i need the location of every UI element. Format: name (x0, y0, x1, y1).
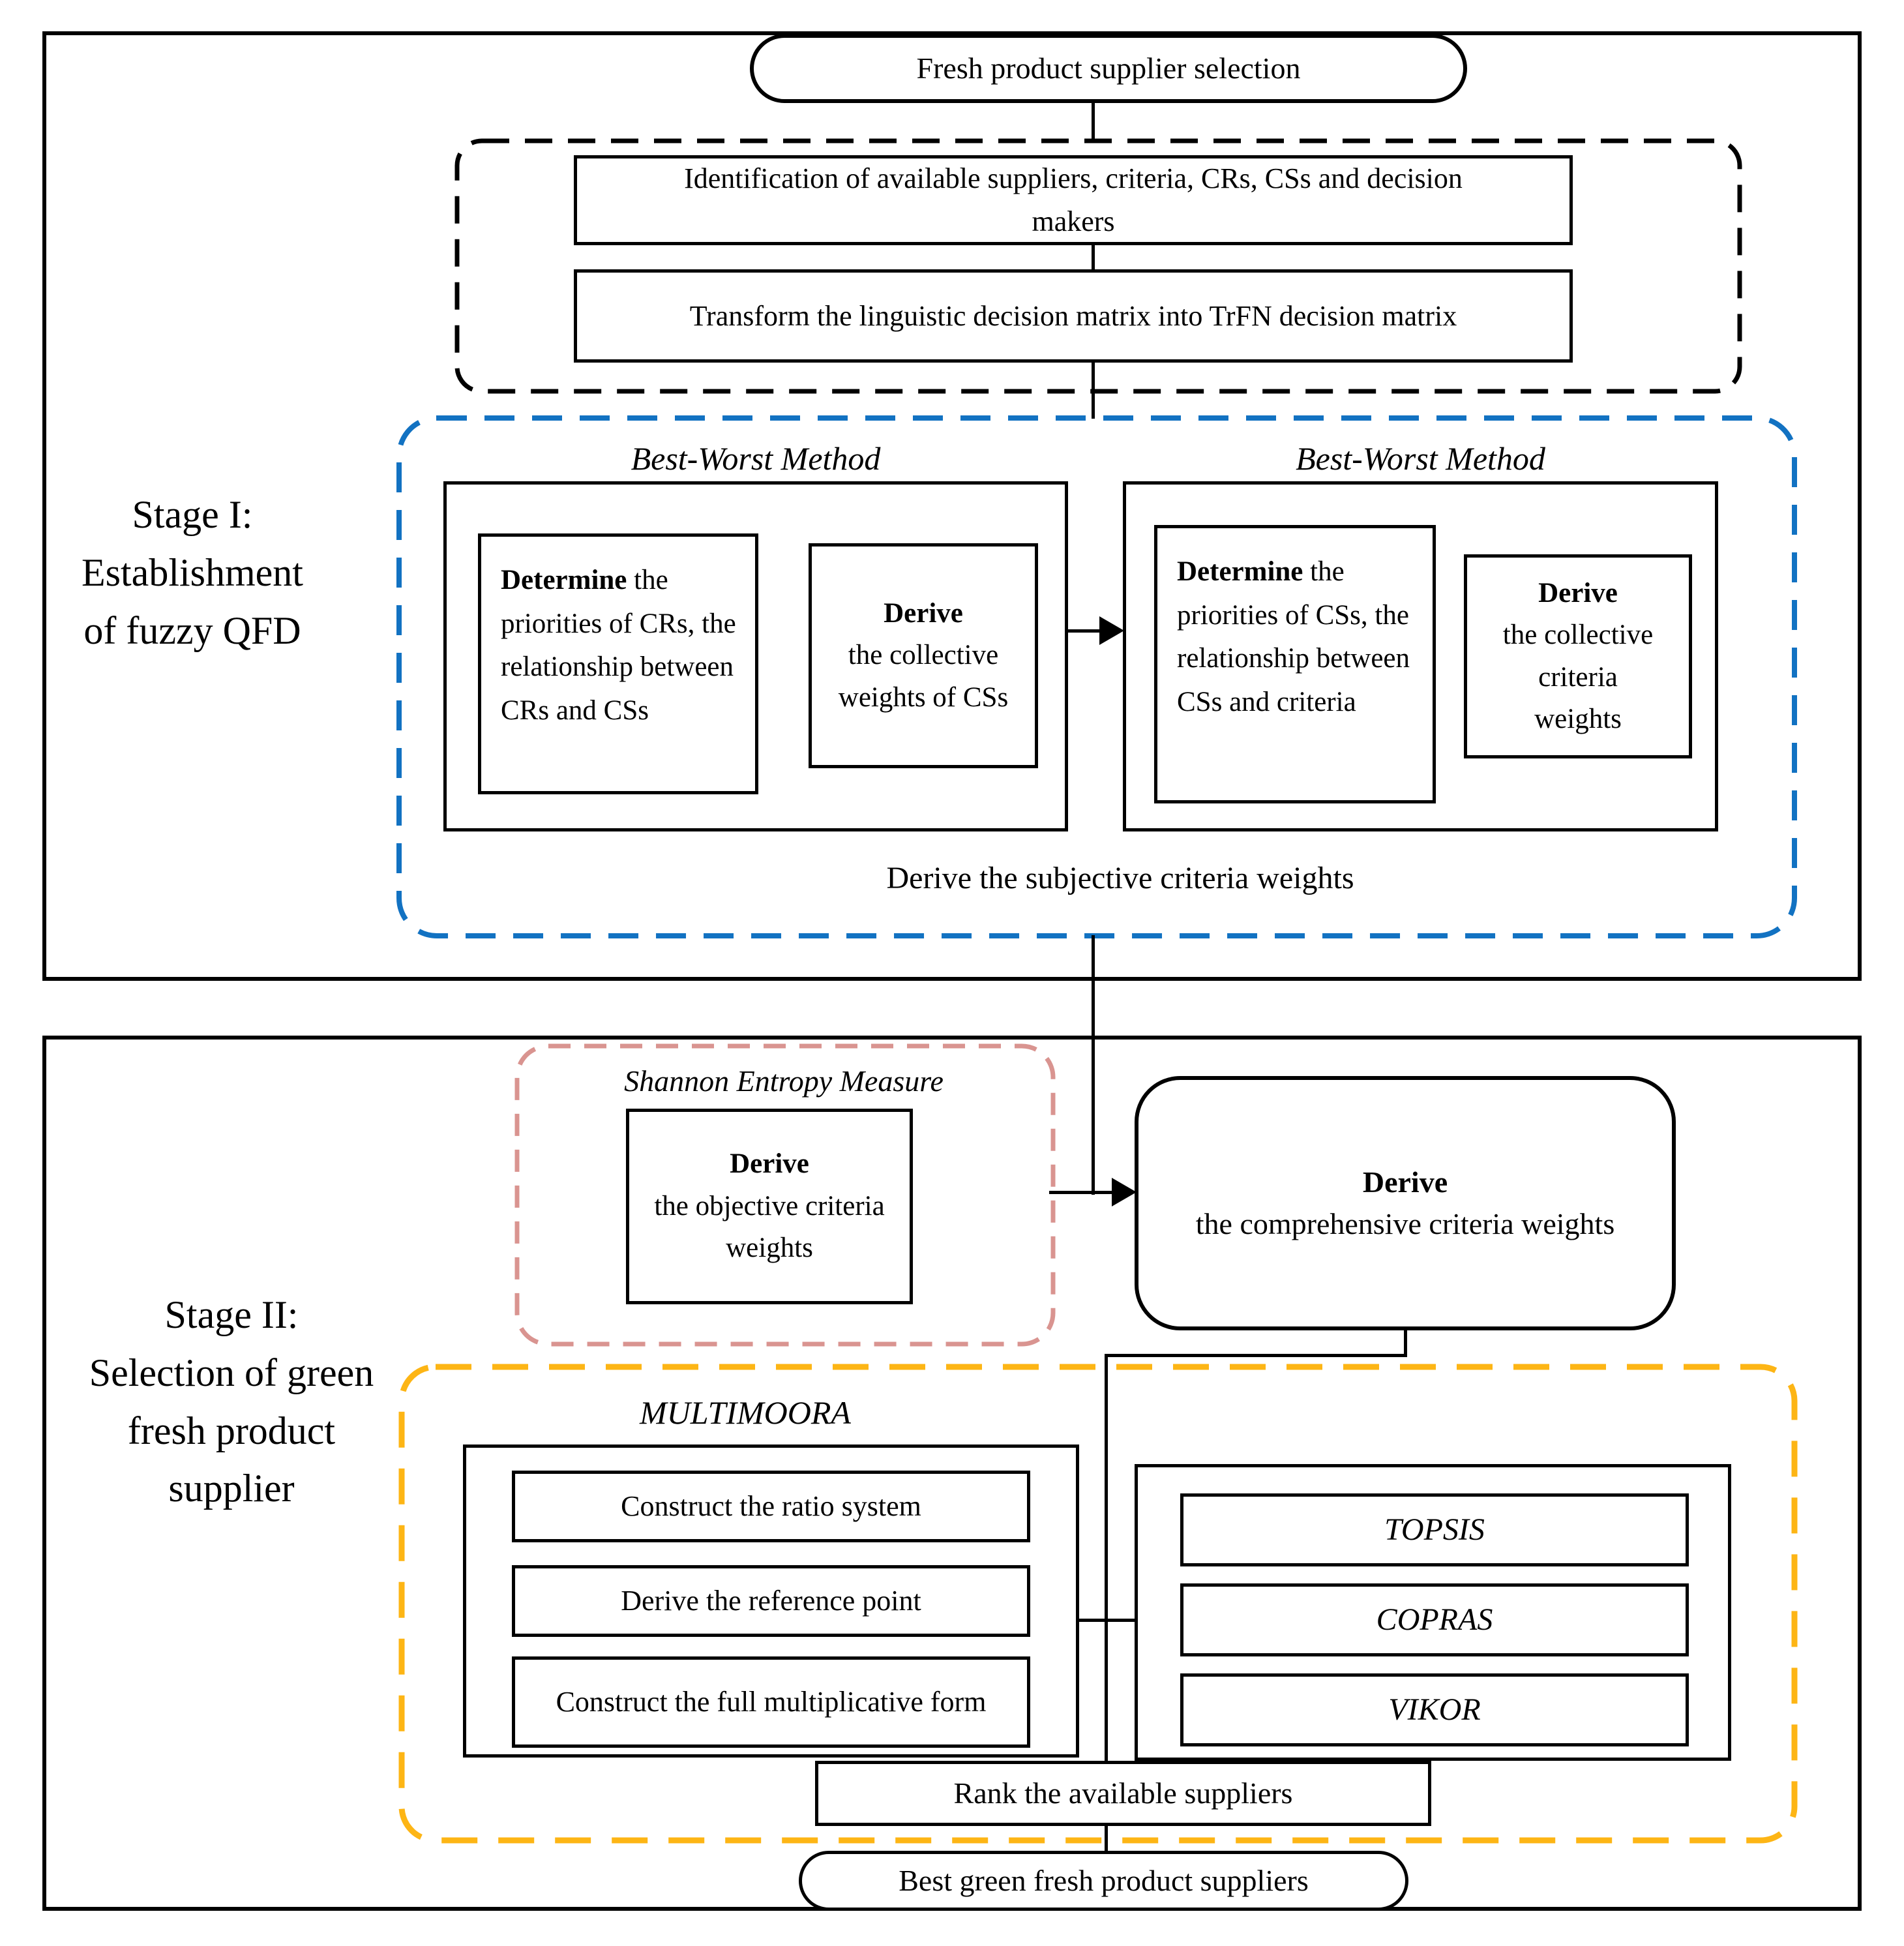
bwm-right-title-label: Best-Worst Method (1296, 440, 1545, 477)
topsis-box: TOPSIS (1180, 1493, 1689, 1566)
arrowhead-bwmleft-to-bwmright (1099, 616, 1124, 645)
bwm-left-determine-lead: Determine (501, 565, 627, 595)
stage1-label-line1: Stage I: (132, 493, 253, 536)
stage2-label-line2: Selection of green (89, 1351, 374, 1394)
copras-label: COPRAS (1376, 1602, 1493, 1638)
connector-comprehensive-elbow (1105, 1354, 1407, 1357)
connector-to-rank (1105, 1354, 1108, 1762)
connector-shannon-to-comprehensive-line (1049, 1191, 1114, 1194)
shannon-dashed-group (514, 1043, 1056, 1347)
multiplicative-form-label: Construct the full multiplicative form (556, 1686, 987, 1718)
reference-point-box: Derive the reference point (512, 1565, 1030, 1637)
bwm-left-determine-rest: the priorities of CRs, the relationship … (501, 565, 736, 726)
end-node: Best green fresh product suppliers (799, 1851, 1408, 1911)
connector-start-to-prep (1092, 103, 1095, 142)
connector-multimoora-to-methods (1079, 1619, 1136, 1622)
arrowhead-to-comprehensive (1112, 1178, 1137, 1206)
connector-comprehensive-down (1404, 1328, 1407, 1356)
bwm-left-derive-rest: the collective weights of CSs (838, 640, 1009, 713)
bwm-right-derive-lead-line: Derive (1538, 573, 1618, 615)
connector-stage1-to-stage2 (1092, 935, 1095, 1195)
bwm-right-determine-text: Determine the priorities of CSs, the rel… (1177, 550, 1417, 725)
connector-rank-to-end (1105, 1825, 1108, 1852)
shannon-derive-rest: the objective criteria weights (654, 1190, 885, 1264)
stage1-label-line2: Establishment (82, 550, 303, 594)
bwm-left-derive-box: Derive the collective weights of CSs (809, 543, 1038, 768)
comprehensive-lead: Derive (1362, 1165, 1448, 1199)
ratio-system-box: Construct the ratio system (512, 1471, 1030, 1542)
stage2-label: Stage II: Selection of green fresh produ… (62, 1286, 401, 1518)
connector-identify-to-transform (1092, 245, 1095, 271)
stage1-container (42, 31, 1862, 981)
bwm-right-derive-lead: Derive (1538, 577, 1618, 608)
multimoora-dashed-group (398, 1364, 1798, 1844)
bwm-left-determine-box: Determine the priorities of CRs, the rel… (478, 533, 758, 794)
stage2-label-line3: fresh product (127, 1409, 336, 1452)
identify-box-label: Identification of available suppliers, c… (684, 162, 1463, 237)
comprehensive-weights-box: Derive the comprehensive criteria weight… (1135, 1076, 1676, 1330)
connector-bwmleft-to-bwmright-line (1068, 629, 1102, 633)
shannon-derive-lead-line: Derive (730, 1143, 809, 1186)
bwm-right-determine-rest: the priorities of CSs, the relationship … (1177, 556, 1410, 717)
start-node: Fresh product supplier selection (750, 34, 1467, 103)
shannon-title-label: Shannon Entropy Measure (624, 1064, 944, 1098)
bwm-right-title: Best-Worst Method (1123, 438, 1718, 479)
shannon-derive-lead: Derive (730, 1148, 809, 1180)
bwm-left-title-label: Best-Worst Method (631, 440, 881, 477)
identify-box: Identification of available suppliers, c… (574, 155, 1573, 245)
preparation-dashed-group (454, 138, 1742, 394)
multimoora-title-label: MULTIMOORA (640, 1394, 851, 1431)
start-node-label: Fresh product supplier selection (916, 51, 1301, 85)
transform-box: Transform the linguistic decision matrix… (574, 269, 1573, 363)
subjective-weights-caption: Derive the subjective criteria weights (843, 856, 1397, 901)
connector-prep-to-bwm (1092, 363, 1095, 419)
comprehensive-lead-line: Derive (1363, 1161, 1448, 1203)
rank-suppliers-box: Rank the available suppliers (815, 1761, 1431, 1826)
shannon-derive-box: Derive the objective criteria weights (626, 1109, 913, 1304)
vikor-label: VIKOR (1388, 1692, 1481, 1728)
bwm-left-derive-lead-line: Derive (884, 593, 963, 635)
multiplicative-form-box: Construct the full multiplicative form (512, 1656, 1030, 1748)
bwm-left-determine-text: Determine the priorities of CRs, the rel… (501, 559, 739, 733)
bwm-left-title: Best-Worst Method (443, 438, 1068, 479)
stage2-label-line1: Stage II: (164, 1293, 299, 1336)
copras-box: COPRAS (1180, 1583, 1689, 1656)
bwm-left-derive-lead: Derive (884, 597, 963, 629)
vikor-box: VIKOR (1180, 1673, 1689, 1746)
subjective-weights-caption-label: Derive the subjective criteria weights (886, 861, 1354, 896)
bwm-right-derive-rest: the collective criteria weights (1502, 620, 1654, 734)
comprehensive-rest: the comprehensive criteria weights (1195, 1207, 1615, 1240)
shannon-title: Shannon Entropy Measure (516, 1062, 1051, 1101)
bwm-dashed-group (396, 415, 1797, 938)
stage1-label-line3: of fuzzy QFD (83, 608, 301, 652)
transform-box-label: Transform the linguistic decision matrix… (689, 299, 1457, 332)
end-node-label: Best green fresh product suppliers (899, 1863, 1309, 1897)
multimoora-title: MULTIMOORA (484, 1392, 1006, 1433)
bwm-right-determine-lead: Determine (1177, 556, 1303, 587)
bwm-right-determine-box: Determine the priorities of CSs, the rel… (1154, 525, 1436, 803)
bwm-right-derive-box: Derive the collective criteria weights (1464, 554, 1692, 758)
stage1-label: Stage I: Establishment of fuzzy QFD (55, 486, 329, 659)
reference-point-label: Derive the reference point (621, 1585, 921, 1617)
topsis-label: TOPSIS (1384, 1512, 1485, 1548)
rank-suppliers-label: Rank the available suppliers (953, 1776, 1293, 1810)
ratio-system-label: Construct the ratio system (621, 1490, 921, 1522)
stage2-label-line4: supplier (168, 1467, 295, 1510)
